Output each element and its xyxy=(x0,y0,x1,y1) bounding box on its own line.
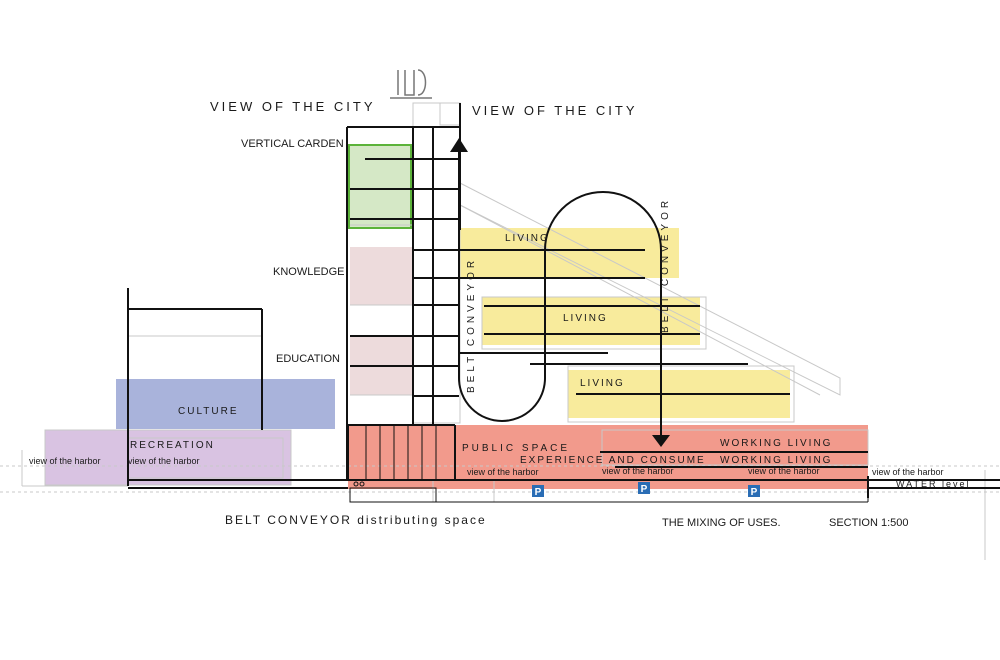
knowledge-label: KNOWLEDGE xyxy=(273,266,345,278)
view-city-left-label: VIEW OF THE CITY xyxy=(210,99,376,114)
living-label-3: LIVING xyxy=(580,378,625,389)
culture-label: CULTURE xyxy=(178,406,238,417)
guide-lines xyxy=(0,102,1000,560)
view-city-right-label: VIEW OF THE CITY xyxy=(472,103,638,118)
living-zone-1 xyxy=(459,228,679,278)
belt-arrow-up xyxy=(450,138,468,152)
view-harbor-label-3: view of the harbor xyxy=(467,467,539,477)
working-living-label-1: WORKING LIVING xyxy=(720,438,832,449)
section-scale-label: SECTION 1:500 xyxy=(829,517,908,529)
parking-label-1: P xyxy=(535,487,542,498)
parking-label-2: P xyxy=(641,484,648,495)
mixing-of-uses-label: THE MIXING OF USES. xyxy=(662,517,781,529)
conveyor-hatch xyxy=(365,425,437,480)
living-label-1: LIVING xyxy=(505,233,550,244)
education-label: EDUCATION xyxy=(276,353,340,365)
knowledge-zone xyxy=(350,247,412,305)
parking-sign-1: P xyxy=(532,485,544,498)
view-harbor-label-5: view of the harbor xyxy=(748,466,820,476)
working-living-label-2: WORKING LIVING xyxy=(720,455,832,466)
recreation-zone xyxy=(45,430,291,485)
belt-conveyor-loop xyxy=(458,150,662,437)
belt-conveyor-left-label: BELT CONVEYOR xyxy=(466,257,477,393)
view-harbor-label-1: view of the harbor xyxy=(29,456,101,466)
belt-conveyor-right-label: BELT CONVEYOR xyxy=(660,197,671,333)
culture-zone xyxy=(116,379,335,429)
view-harbor-label-6: view of the harbor xyxy=(872,467,944,477)
parking-label-3: P xyxy=(751,487,758,498)
building-structure xyxy=(127,103,1000,498)
experience-consume-label: EXPERIENCE AND CONSUME xyxy=(520,455,706,466)
belt-distributing-label: BELT CONVEYOR distributing space xyxy=(225,513,487,527)
vertical-garden-label: VERTICAL CARDEN xyxy=(241,138,344,150)
parking-signs: P P P xyxy=(532,482,760,498)
parking-sign-3: P xyxy=(748,485,760,498)
belt-arrow-down xyxy=(652,435,670,447)
parking-sign-2: P xyxy=(638,482,650,495)
chimney-element xyxy=(390,69,432,99)
view-harbor-label-4: view of the harbor xyxy=(602,466,674,476)
view-harbor-label-2: view of the harbor xyxy=(128,456,200,466)
basement-outline xyxy=(349,481,869,503)
living-label-2: LIVING xyxy=(563,313,608,324)
vertical-garden-zone xyxy=(348,144,412,229)
recreation-label: RECREATION xyxy=(130,440,215,451)
public-space-label: PUBLIC SPACE xyxy=(462,443,570,454)
public-space-zone xyxy=(348,425,868,489)
water-level-label: WATER level xyxy=(896,479,971,489)
